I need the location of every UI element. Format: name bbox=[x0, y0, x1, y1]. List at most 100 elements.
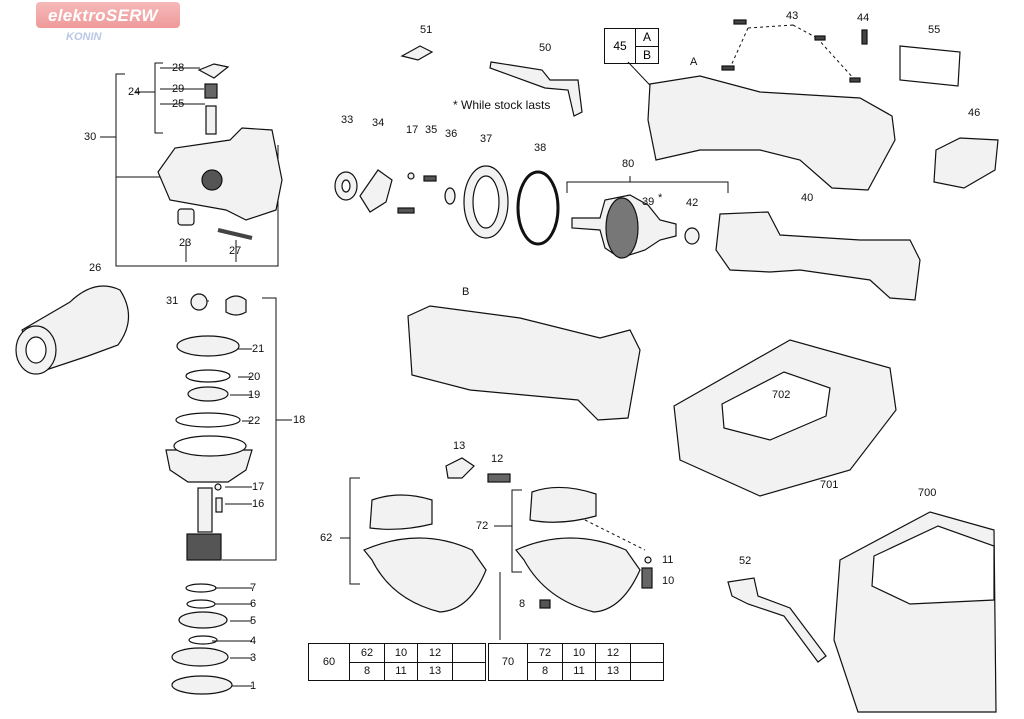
brand-logo: elektroSERW bbox=[36, 2, 180, 28]
label-43: 43 bbox=[786, 10, 799, 22]
label-26: 26 bbox=[89, 262, 102, 274]
label-27: 27 bbox=[229, 245, 242, 257]
part-34-bearing-plate bbox=[359, 169, 393, 213]
part-21-flange bbox=[176, 335, 240, 357]
part-spindle-gear bbox=[186, 533, 222, 561]
label-28: 28 bbox=[172, 62, 185, 74]
part-36-washer bbox=[444, 187, 456, 205]
brand-name: elektroSERW bbox=[48, 6, 158, 25]
label-38: 38 bbox=[534, 142, 547, 154]
kit-70-cell: 10 bbox=[562, 643, 596, 663]
part-42-bearing bbox=[684, 227, 700, 245]
label-35: 35 bbox=[425, 124, 438, 136]
part-30-bore bbox=[201, 169, 223, 191]
label-7: 7 bbox=[250, 582, 257, 594]
part-12-spring bbox=[487, 473, 511, 483]
part-5-collar bbox=[178, 611, 228, 629]
box-45-a-b: 45 A B bbox=[604, 28, 659, 64]
part-72-guard bbox=[515, 537, 641, 613]
part-16-key bbox=[215, 497, 223, 513]
kit-60-cell: 62 bbox=[349, 643, 385, 663]
label-16: 16 bbox=[252, 498, 265, 510]
part-3-flange bbox=[171, 647, 229, 667]
part-52-spanner-wrench bbox=[727, 577, 827, 663]
part-40-stator-electronics bbox=[715, 211, 921, 301]
kit-70-cell bbox=[630, 661, 664, 681]
label-36: 36 bbox=[445, 128, 458, 140]
label-44: 44 bbox=[857, 12, 870, 24]
label-51: 51 bbox=[420, 24, 433, 36]
label-21: 21 bbox=[252, 343, 265, 355]
part-spindle bbox=[197, 487, 213, 533]
footnote-while-stock-lasts: * While stock lasts bbox=[453, 98, 551, 112]
label-62: 62 bbox=[320, 532, 333, 544]
kit-60-cell bbox=[452, 643, 486, 663]
part-51-clip bbox=[400, 45, 434, 61]
label-39: 39 bbox=[642, 196, 655, 208]
part-23-sleeve bbox=[177, 208, 195, 226]
kit-60-cell: 13 bbox=[417, 661, 453, 681]
kit-60-cell: 12 bbox=[417, 643, 453, 663]
label-6: 6 bbox=[250, 598, 257, 610]
label-37: 37 bbox=[480, 133, 493, 145]
kit-70-cell: 12 bbox=[595, 643, 631, 663]
label-24: 24 bbox=[128, 86, 141, 98]
label-33: 33 bbox=[341, 114, 354, 126]
label-17-b: 17 bbox=[406, 124, 419, 136]
kit-60-cell: 8 bbox=[349, 661, 385, 681]
part-a-motor-housing bbox=[647, 75, 896, 191]
label-8: 8 bbox=[519, 598, 526, 610]
part-17-ring-b bbox=[407, 172, 415, 180]
box-45-b: B bbox=[635, 45, 659, 64]
kit-60-cell: 10 bbox=[384, 643, 418, 663]
label-23: 23 bbox=[179, 237, 192, 249]
part-6-washer bbox=[186, 599, 216, 609]
part-72-guard-clamp bbox=[529, 486, 597, 523]
label-34: 34 bbox=[372, 117, 385, 129]
part-27-screw bbox=[217, 228, 253, 240]
label-18: 18 bbox=[293, 414, 306, 426]
label-40: 40 bbox=[801, 192, 814, 204]
part-50-lever bbox=[489, 61, 583, 117]
label-702: 702 bbox=[772, 389, 791, 401]
kit-70-id: 70 bbox=[488, 643, 528, 681]
part-46-battery-cover bbox=[933, 137, 999, 189]
label-5: 5 bbox=[250, 615, 257, 627]
part-18-bearing-plate bbox=[165, 449, 253, 483]
part-22-o-ring bbox=[175, 412, 241, 428]
part-55-label bbox=[899, 45, 961, 87]
part-17-ring bbox=[214, 483, 222, 491]
label-4: 4 bbox=[250, 635, 257, 647]
kit-60-cell: 11 bbox=[384, 661, 418, 681]
label-31: 31 bbox=[166, 295, 179, 307]
label-25: 25 bbox=[172, 98, 185, 110]
label-55: 55 bbox=[928, 24, 941, 36]
label-30: 30 bbox=[84, 131, 97, 143]
label-39-star: * bbox=[658, 192, 663, 204]
part-b-housing bbox=[407, 305, 641, 421]
label-80: 80 bbox=[622, 158, 635, 170]
part-44-screw bbox=[861, 29, 868, 45]
label-a: A bbox=[690, 56, 698, 68]
kit-70-cell: 11 bbox=[562, 661, 596, 681]
label-29: 29 bbox=[172, 83, 185, 95]
part-drawings bbox=[15, 19, 999, 713]
label-72: 72 bbox=[476, 520, 489, 532]
part-19-bearing bbox=[187, 386, 229, 402]
label-13: 13 bbox=[453, 440, 466, 452]
part-38-ring bbox=[516, 170, 560, 246]
kit-70-cell bbox=[630, 643, 664, 663]
part-62-guard-clamp bbox=[369, 494, 433, 530]
label-52: 52 bbox=[739, 555, 752, 567]
part-29-spring bbox=[204, 83, 218, 99]
part-21-plug bbox=[225, 295, 247, 316]
part-35-screw bbox=[423, 175, 437, 182]
label-46: 46 bbox=[968, 107, 981, 119]
brand-city: KONIN bbox=[66, 31, 102, 43]
part-11-ball bbox=[644, 556, 652, 564]
label-700: 700 bbox=[918, 487, 937, 499]
part-7-ring bbox=[185, 583, 217, 593]
box-45-number: 45 bbox=[604, 28, 636, 64]
kit-60-table: 60 62 10 12 8 11 13 bbox=[308, 643, 486, 681]
